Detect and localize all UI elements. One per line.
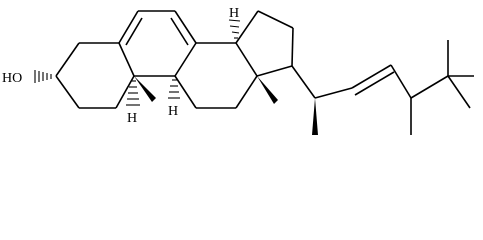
ring-d [235, 10, 294, 77]
bond-c22-c23-inner [354, 71, 395, 96]
hydroxyl-label-bg [0, 68, 34, 86]
ring-b [118, 10, 197, 77]
bond-c7-c8 [174, 10, 197, 44]
bond-c16-c17 [291, 27, 294, 67]
bond-c5-c6-inner [125, 17, 143, 46]
h-c5-label: H [127, 111, 137, 126]
bond-c17-c20 [291, 65, 316, 99]
hash-c9-h [168, 79, 180, 99]
methyl-c13-wedge [257, 76, 278, 104]
bond-c2-c3 [55, 75, 80, 109]
ring-a [55, 42, 135, 109]
bond-c20-c22 [314, 87, 353, 99]
bond-c14-c15 [235, 10, 259, 44]
methyl-c10-wedge [134, 76, 156, 102]
methyl-c21-wedge [312, 98, 318, 135]
h-c9-label: H [168, 104, 178, 119]
hash-c14-h [228, 19, 241, 39]
bond-c5-c6 [118, 10, 139, 44]
bond-c25-me-down [447, 75, 471, 109]
bond-c13-c12 [235, 75, 258, 109]
h-c14-label: H [229, 6, 239, 21]
hydroxyl-label: HO [2, 71, 22, 86]
ring-c [174, 42, 258, 109]
bond-c5-c10 [118, 42, 135, 77]
bond-c17-c13 [256, 65, 293, 77]
side-chain [291, 40, 474, 135]
bond-c24-c25 [410, 75, 449, 99]
hash-c3-oh [34, 70, 52, 83]
hash-c5-h [126, 80, 140, 106]
bond-c22-c23 [351, 64, 392, 89]
bond-c8-c9 [174, 42, 197, 77]
bond-c15-c16 [257, 10, 294, 29]
steroid-structure-diagram: HO H H H [0, 6, 474, 135]
bond-c7-c8-inner [170, 17, 189, 46]
bond-c11-c9 [174, 75, 197, 109]
bond-c23-c24 [390, 64, 412, 99]
bond-c3-c4 [55, 42, 80, 77]
bond-c14-c13 [235, 42, 258, 77]
